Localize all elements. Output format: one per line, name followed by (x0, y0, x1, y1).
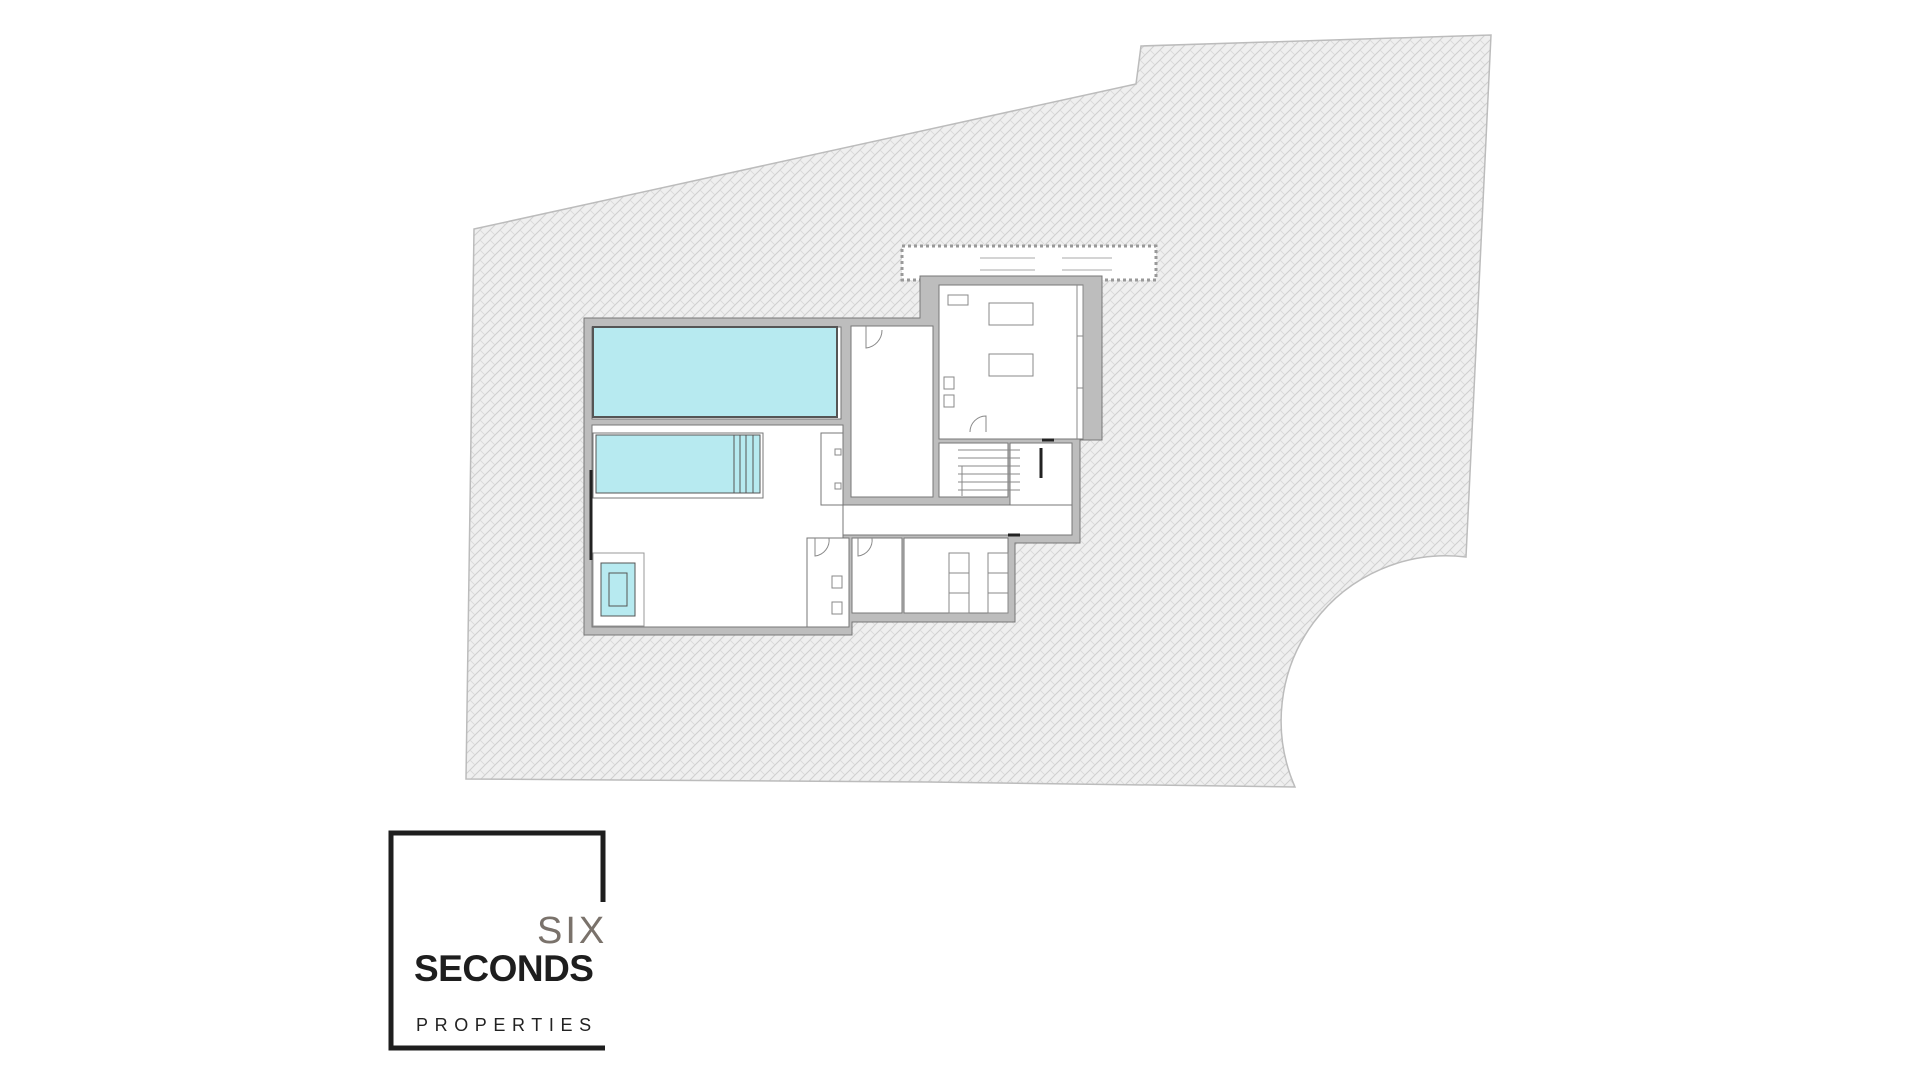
terrace-steps (980, 257, 1112, 271)
glass-partitions (589, 438, 1054, 560)
hot-tub (600, 562, 636, 617)
logo-seconds: SECONDS (414, 948, 594, 989)
hot-tub-inner (608, 572, 628, 607)
pool-main (592, 326, 838, 418)
pool-lower (595, 434, 761, 494)
logo-properties: PROPERTIES (416, 1015, 598, 1035)
interior-details (814, 285, 1084, 615)
logo-frame (388, 830, 606, 1051)
logo-six: SIX (537, 910, 608, 952)
terrace (900, 244, 1158, 282)
pool-steps (733, 435, 754, 493)
